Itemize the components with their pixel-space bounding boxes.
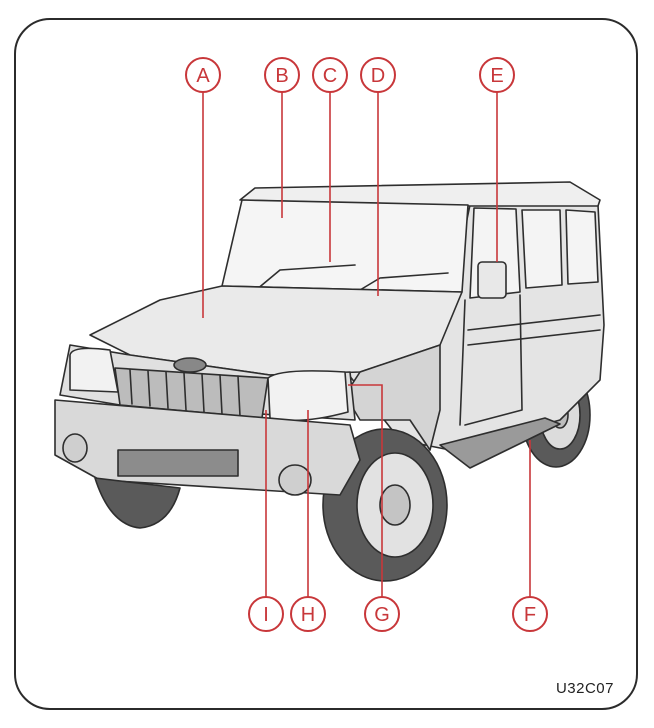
callout-label-H: H	[301, 604, 315, 626]
brand-emblem	[173, 357, 207, 373]
callout-label-C: C	[323, 65, 337, 87]
callout-C: C	[312, 57, 348, 93]
running-board	[439, 417, 561, 469]
callout-label-I: I	[263, 604, 269, 626]
callout-label-A: A	[196, 65, 210, 87]
fog-lamp-right	[278, 464, 312, 496]
wiper-left	[255, 264, 356, 291]
headlamp-left	[69, 347, 119, 393]
figure-code: U32C07	[555, 680, 614, 697]
rear-door-window	[521, 209, 563, 289]
quarter-window	[565, 209, 599, 285]
callout-label-B: B	[275, 65, 288, 87]
front-fender	[344, 344, 441, 451]
windshield	[221, 199, 469, 293]
front-left-wheel	[94, 477, 181, 529]
callout-label-G: G	[374, 604, 390, 626]
leader-lines	[202, 92, 531, 597]
side-mirror	[477, 261, 507, 299]
fog-lamp-left	[62, 433, 88, 463]
leader-G	[348, 384, 383, 597]
vehicle-illustration	[54, 181, 605, 582]
callout-E: E	[479, 57, 515, 93]
callout-F: F	[512, 596, 548, 632]
callout-label-F: F	[524, 604, 536, 626]
callout-I: I	[248, 596, 284, 632]
callout-H: H	[290, 596, 326, 632]
callout-D: D	[360, 57, 396, 93]
callout-label-D: D	[371, 65, 385, 87]
callout-B: B	[264, 57, 300, 93]
callout-G: G	[364, 596, 400, 632]
front-wheel	[322, 428, 448, 582]
callout-A: A	[185, 57, 221, 93]
lower-grille	[117, 449, 239, 477]
callout-label-E: E	[490, 65, 503, 87]
